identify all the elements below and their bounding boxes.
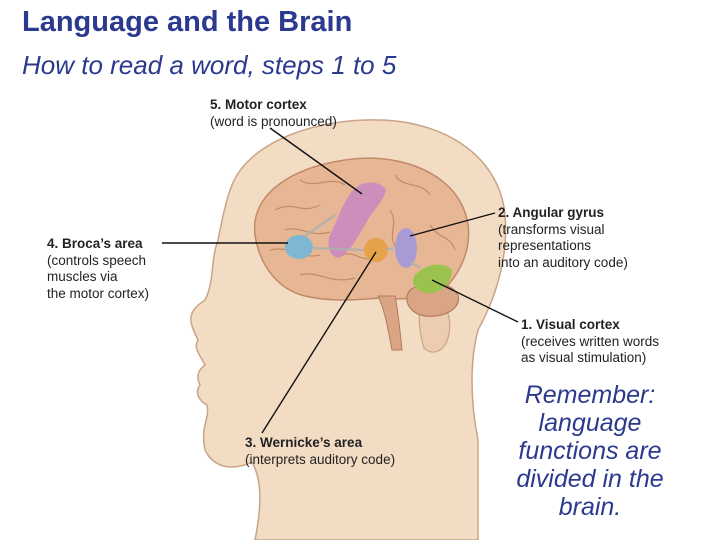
remember-note-line2: language (495, 409, 685, 437)
label-brocas-area-head: 4. Broca’s area (47, 236, 149, 253)
remember-note-line4: divided in the (495, 465, 685, 493)
label-angular-gyrus-line3: into an auditory code) (498, 255, 628, 272)
remember-note-line5: brain. (495, 493, 685, 521)
label-brocas-area-line1: (controls speech (47, 253, 149, 270)
remember-note-line3: functions are (495, 437, 685, 465)
label-visual-cortex-line1: (receives written words (521, 334, 659, 351)
label-brocas-area-line2: muscles via (47, 269, 149, 286)
label-visual-cortex-line2: as visual stimulation) (521, 350, 659, 367)
label-wernickes-area: 3. Wernicke’s area (interprets auditory … (245, 435, 395, 468)
angular-gyrus-region (395, 228, 417, 268)
brocas-area-region (285, 235, 313, 259)
label-angular-gyrus-line2: representations (498, 238, 628, 255)
label-motor-cortex-head: 5. Motor cortex (210, 97, 337, 114)
wernickes-area-region (364, 238, 388, 262)
label-motor-cortex: 5. Motor cortex (word is pronounced) (210, 97, 337, 130)
label-angular-gyrus-head: 2. Angular gyrus (498, 205, 628, 222)
label-visual-cortex-head: 1. Visual cortex (521, 317, 659, 334)
remember-note: Remember: language functions are divided… (495, 381, 685, 521)
label-wernickes-area-body: (interprets auditory code) (245, 452, 395, 467)
remember-note-line1: Remember: (495, 381, 685, 409)
label-motor-cortex-body: (word is pronounced) (210, 114, 337, 129)
label-angular-gyrus-line1: (transforms visual (498, 222, 628, 239)
label-wernickes-area-head: 3. Wernicke’s area (245, 435, 395, 452)
label-visual-cortex: 1. Visual cortex (receives written words… (521, 317, 659, 367)
label-angular-gyrus: 2. Angular gyrus (transforms visual repr… (498, 205, 628, 271)
label-brocas-area-line3: the motor cortex) (47, 286, 149, 303)
label-brocas-area: 4. Broca’s area (controls speech muscles… (47, 236, 149, 302)
